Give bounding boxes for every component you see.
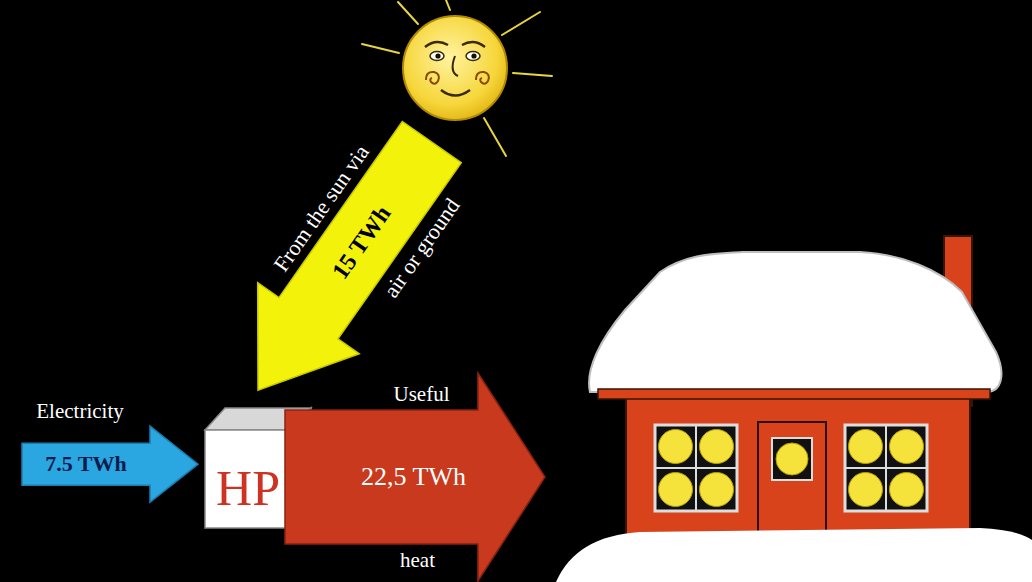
sun-face <box>403 16 507 120</box>
snow-ground <box>556 528 1032 582</box>
sun-pupil <box>471 53 476 58</box>
window-bar <box>655 467 737 469</box>
sun-ray <box>513 73 552 76</box>
sun-mouth <box>441 90 470 96</box>
sun-rays <box>362 0 552 156</box>
flow-heading: Useful <box>394 382 450 406</box>
sun-ray <box>484 118 506 156</box>
electricity-arrow: Electricity 7.5 TWh <box>22 399 198 529</box>
flow-heading: Electricity <box>36 399 123 423</box>
sun-ray <box>502 12 540 35</box>
arrow-body <box>207 106 482 425</box>
door-light <box>776 443 808 475</box>
window-frame <box>845 425 927 511</box>
sun-pupil <box>435 53 440 58</box>
window-light <box>849 430 883 464</box>
window-light <box>890 430 924 464</box>
roof-eave <box>598 389 990 399</box>
box-label: HP <box>216 460 280 518</box>
window-light <box>659 430 693 464</box>
sun-ray <box>362 44 399 53</box>
sun-cheek <box>426 72 439 84</box>
sun-eye <box>466 52 480 61</box>
window-light <box>700 430 734 464</box>
sun-cheek <box>476 72 489 84</box>
sun-nose <box>453 56 458 76</box>
window-light <box>849 473 883 507</box>
sun-ray <box>446 0 450 10</box>
arrow-body <box>22 426 198 502</box>
window-light <box>700 473 734 507</box>
energy-value: 22,5 TWh <box>361 462 466 492</box>
snow-roof <box>589 252 1001 392</box>
window-light <box>659 473 693 507</box>
sun-eyebrows <box>425 42 485 47</box>
solar-heat-arrow: From the sun via15 TWhair or ground <box>205 104 486 427</box>
energy-value: 7.5 TWh <box>45 451 127 476</box>
window <box>655 425 737 511</box>
sun-ray <box>398 2 418 24</box>
window-bar <box>845 467 927 469</box>
window-frame <box>655 425 737 511</box>
house <box>556 236 1032 582</box>
window-light <box>890 473 924 507</box>
flow-heading: heat <box>400 548 435 572</box>
door-window <box>772 438 812 480</box>
sun-eye <box>430 52 444 61</box>
arrow-body <box>285 373 545 581</box>
box-front <box>205 430 291 528</box>
window <box>845 425 927 511</box>
sun-disc <box>403 16 507 120</box>
useful-heat-arrow: Useful 22,5 TWh heat <box>285 373 545 581</box>
